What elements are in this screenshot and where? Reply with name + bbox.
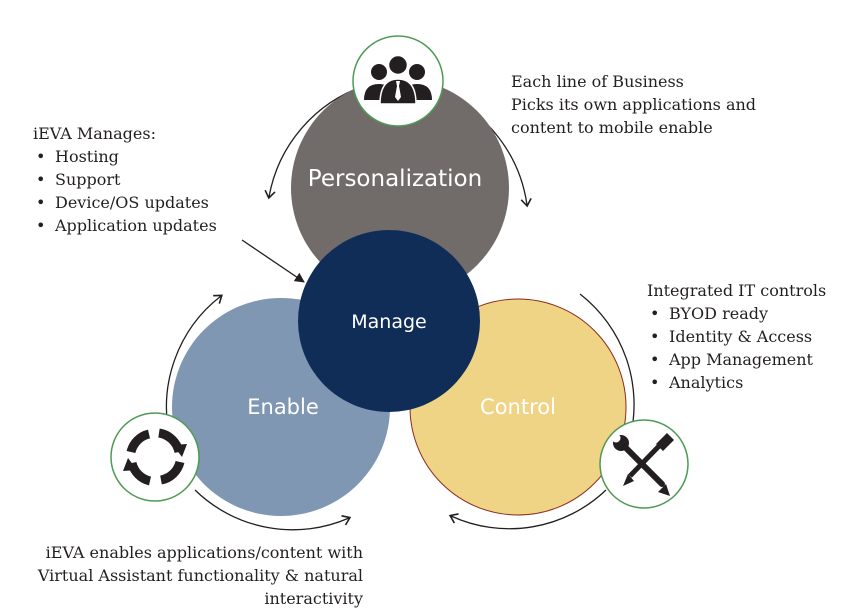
list-item: Identity & Access [647,325,826,348]
note-list: Hosting Support Device/OS updates Applic… [33,145,217,237]
note-line: iEVA enables applications/content with [45,543,363,562]
list-item: Device/OS updates [33,191,217,214]
list-item: Hosting [33,145,217,168]
cycle-arrow-bottom-left [194,489,352,531]
people-group-icon [352,35,444,127]
pointer-arrow-manage [241,239,305,283]
note-line: content to mobile enable [511,118,713,137]
note-heading: Integrated IT controls [647,281,827,300]
cycle-arrow-right [579,293,637,441]
cycle-arrow-bottom-right [448,489,607,530]
note-ieva-manages: iEVA Manages: Hosting Support Device/OS … [33,122,217,237]
note-line: Virtual Assistant functionality & natura… [37,566,363,585]
note-heading: iEVA Manages: [33,124,156,143]
personalization-label: Personalization [308,166,482,192]
note-ieva-enables: iEVA enables applications/content with V… [38,541,363,610]
note-line-of-business: Each line of Business Picks its own appl… [511,70,756,139]
list-item: Application updates [33,214,217,237]
list-item: BYOD ready [647,302,826,325]
note-list: BYOD ready Identity & Access App Managem… [647,302,826,394]
manage-circle [298,230,480,412]
list-item: App Management [647,348,826,371]
list-item: Analytics [647,371,826,394]
wrench-screwdriver-icon [599,419,689,509]
control-label: Control [480,395,556,419]
note-line: Picks its own applications and [511,95,757,114]
note-line: interactivity [264,589,363,608]
note-it-controls: Integrated IT controls BYOD ready Identi… [647,279,826,394]
enable-label: Enable [247,395,319,419]
manage-label: Manage [351,311,426,333]
list-item: Support [33,168,217,191]
cycle-arrows-icon [110,412,200,502]
note-line: Each line of Business [511,72,684,91]
